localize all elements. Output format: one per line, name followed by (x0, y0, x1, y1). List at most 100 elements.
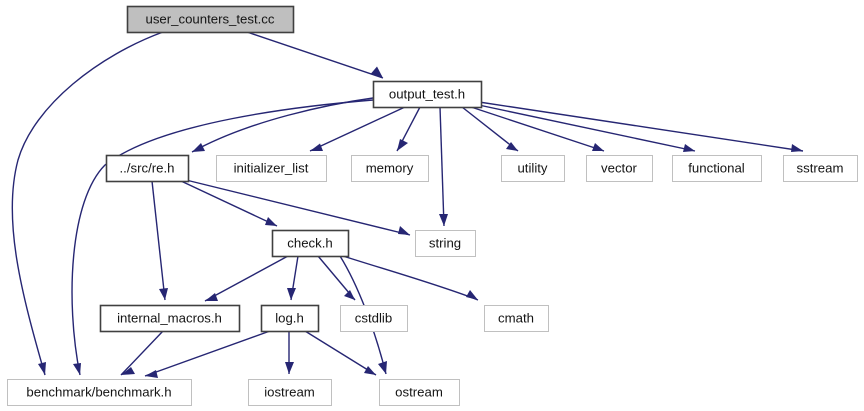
node-internal_macros[interactable]: internal_macros.h (99, 304, 241, 333)
edge-internal_macros-to-benchmark (120, 330, 164, 376)
arrowhead-icon (439, 214, 448, 226)
node-box[interactable] (99, 304, 241, 333)
node-user_counters_test[interactable]: user_counters_test.cc (126, 5, 295, 34)
node-label: iostream (264, 384, 315, 399)
node-box[interactable] (372, 80, 483, 109)
node-layer: user_counters_test.cc output_test.h ../src… (7, 5, 858, 406)
edge-user_counters_test-to-output_test (246, 31, 384, 79)
edge-re-to-string (185, 179, 411, 236)
edge-check-to-cmath (342, 255, 479, 301)
node-sstream[interactable]: sstream (783, 155, 858, 182)
arrowhead-icon (285, 362, 294, 374)
node-box[interactable] (216, 155, 327, 182)
node-label: vector (601, 160, 638, 175)
edge-output_test-to-utility (461, 106, 519, 152)
edge-check-to-log (287, 255, 299, 301)
arrowhead-icon (683, 144, 695, 152)
node-box[interactable] (105, 154, 190, 183)
node-label: functional (688, 160, 745, 175)
node-functional[interactable]: functional (672, 155, 762, 182)
edge-line (120, 330, 164, 376)
edge-line (151, 180, 166, 301)
arrowhead-icon (791, 144, 803, 152)
arrowhead-icon (145, 370, 158, 378)
edge-log-to-ostream (304, 330, 377, 376)
node-box[interactable] (271, 229, 350, 258)
arrowhead-icon (397, 139, 408, 151)
edge-output_test-to-benchmark (71, 99, 374, 376)
arrowhead-icon (506, 142, 518, 151)
node-vector[interactable]: vector (586, 155, 653, 182)
node-label: cstdlib (355, 310, 392, 325)
node-string[interactable]: string (415, 230, 476, 257)
arrowhead-icon (378, 361, 387, 374)
edge-line (185, 179, 411, 236)
node-box[interactable] (783, 155, 858, 182)
edge-line (11, 31, 164, 376)
node-box[interactable] (379, 379, 460, 406)
node-box[interactable] (672, 155, 762, 182)
edge-line (439, 106, 445, 227)
node-label: ../src/re.h (120, 160, 175, 175)
edge-line (180, 180, 278, 227)
arrowhead-icon (398, 226, 410, 235)
node-box[interactable] (351, 155, 429, 182)
node-label: log.h (275, 310, 304, 325)
edge-line (473, 103, 696, 152)
node-box[interactable] (248, 379, 332, 406)
arrowhead-icon (364, 366, 376, 375)
node-box[interactable] (501, 155, 565, 182)
arrowhead-icon (371, 66, 383, 78)
node-cstdlib[interactable]: cstdlib (340, 305, 408, 332)
node-output_test[interactable]: output_test.h (372, 80, 483, 109)
node-label: cmath (498, 310, 534, 325)
node-box[interactable] (340, 305, 408, 332)
node-label: memory (366, 160, 414, 175)
node-log[interactable]: log.h (260, 304, 320, 333)
edge-line (309, 106, 406, 152)
arrowhead-icon (287, 288, 296, 300)
edge-line (204, 255, 289, 302)
node-ostream[interactable]: ostream (379, 379, 460, 406)
node-box[interactable] (415, 230, 476, 257)
node-box[interactable] (484, 305, 549, 332)
arrowhead-icon (73, 363, 81, 375)
arrowhead-icon (121, 367, 135, 375)
edge-output_test-to-vector (467, 105, 605, 152)
edge-line (304, 330, 377, 376)
node-iostream[interactable]: iostream (248, 379, 332, 406)
edge-re-to-internal_macros (151, 180, 168, 301)
node-benchmark[interactable]: benchmark/benchmark.h (7, 379, 192, 406)
edge-output_test-to-initializer_list (309, 106, 406, 152)
node-label: internal_macros.h (117, 310, 222, 325)
node-box[interactable] (586, 155, 653, 182)
edge-output_test-to-re (191, 97, 374, 153)
node-check[interactable]: check.h (271, 229, 350, 258)
node-re[interactable]: ../src/re.h (105, 154, 190, 183)
edge-check-to-internal_macros (204, 255, 289, 302)
node-box[interactable] (260, 304, 320, 333)
node-label: benchmark/benchmark.h (26, 384, 171, 399)
edge-line (246, 31, 384, 79)
node-memory[interactable]: memory (351, 155, 429, 182)
edge-line (478, 101, 804, 152)
edge-line (342, 255, 479, 301)
edge-re-to-check (180, 180, 278, 227)
node-initializer_list[interactable]: initializer_list (216, 155, 327, 182)
node-box[interactable] (126, 5, 295, 34)
node-utility[interactable]: utility (501, 155, 565, 182)
edge-layer (11, 31, 804, 378)
arrowhead-icon (159, 288, 168, 300)
arrowhead-icon (38, 362, 46, 375)
edge-log-to-benchmark (144, 330, 271, 378)
node-label: string (429, 235, 461, 250)
edge-line (467, 105, 605, 152)
node-label: user_counters_test.cc (145, 11, 274, 26)
arrowhead-icon (192, 143, 205, 152)
node-cmath[interactable]: cmath (484, 305, 549, 332)
node-label: sstream (797, 160, 844, 175)
node-box[interactable] (7, 379, 192, 406)
edge-user_counters_test-to-benchmark (11, 31, 164, 376)
